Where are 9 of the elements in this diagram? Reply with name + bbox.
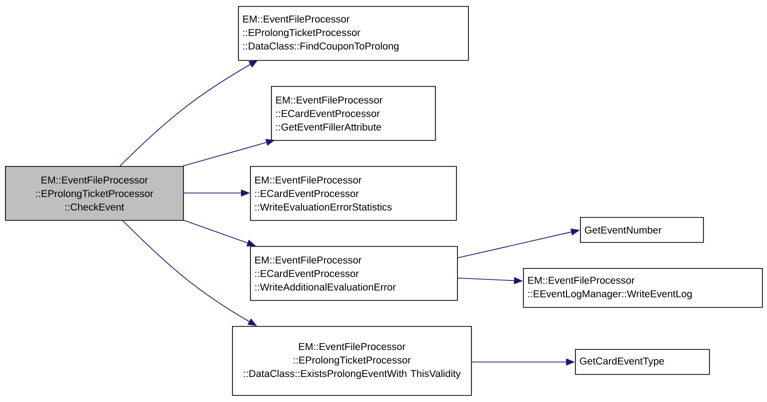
function-box: GetCardEventType (575, 349, 710, 375)
function-box: EM::EventFileProcessor ::EProlongTicketProcessor ::DataClass::ExistsProlongEventWith ThisValidity (232, 326, 472, 396)
function-box: EM::EventFileProcessor ::ECardEventProcessor ::GetEventFillerAttribute (271, 86, 436, 141)
function-box: EM::EventFileProcessor ::EEventLogManager::WriteEventLog (523, 268, 763, 308)
function-box: EM::EventFileProcessor ::ECardEventProcessor ::WriteAdditionalEvaluationError (250, 246, 458, 301)
function-box: EM::EventFileProcessor ::EProlongTicketProcessor ::DataClass::FindCouponToProlong (238, 6, 469, 61)
function-box: EM::EventFileProcessor ::ECardEventProcessor ::WriteEvaluationErrorStatistics (250, 166, 457, 221)
function-box: GetEventNumber (580, 217, 704, 243)
function-box: EM::EventFileProcessor ::EProlongTicketProcessor ::CheckEvent (5, 166, 184, 221)
